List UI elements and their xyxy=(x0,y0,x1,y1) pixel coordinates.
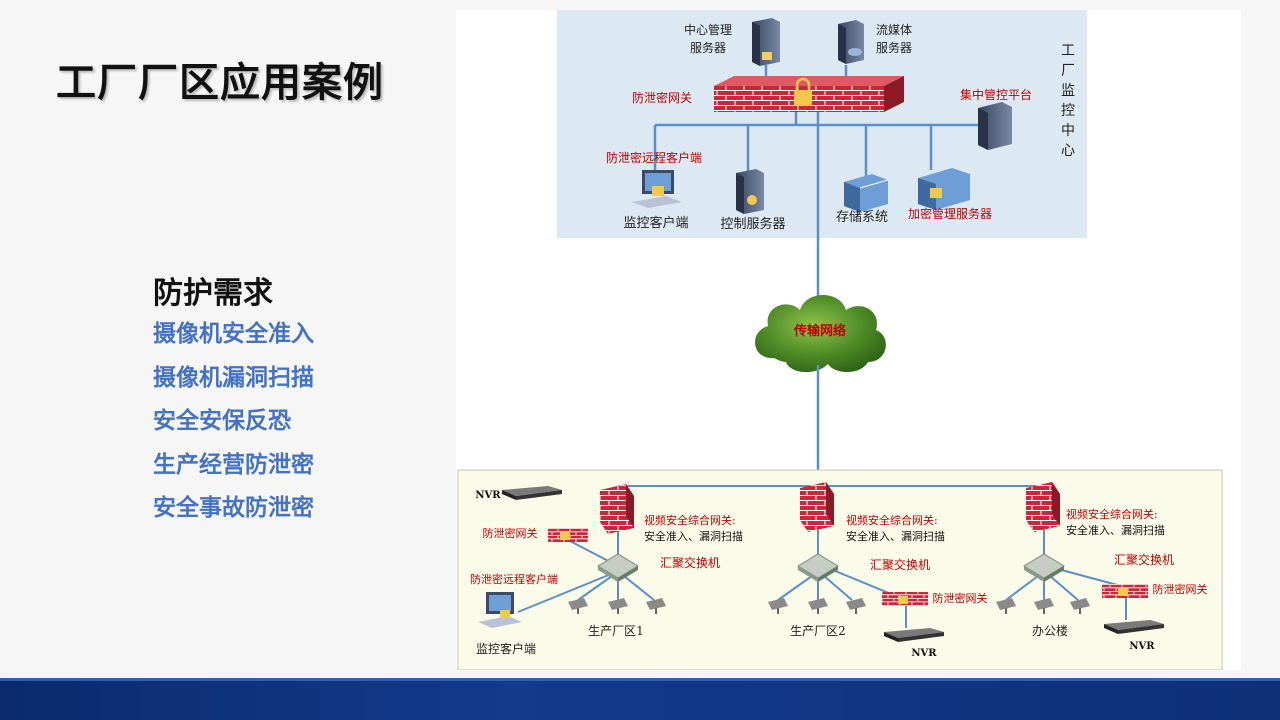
firewall-icon xyxy=(548,528,588,542)
needs-list: 摄像机安全准入 摄像机漏洞扫描 安全安保反恐 生产经营防泄密 安全事故防泄密 xyxy=(153,318,314,536)
server-icon xyxy=(978,102,1012,150)
network-label: 传输网络 xyxy=(793,323,846,339)
site-label: 生产厂区2 xyxy=(790,624,846,638)
needs-title: 防护需求 xyxy=(153,276,273,311)
slide-title: 工厂厂区应用案例 xyxy=(56,60,384,106)
need-item: 安全事故防泄密 xyxy=(153,495,314,521)
site-gateway-label: 安全准入、漏洞扫描 xyxy=(846,529,945,543)
stream-server-label: 流媒体 xyxy=(876,23,912,37)
server-icon xyxy=(736,169,764,214)
need-item: 安全安保反恐 xyxy=(153,408,291,434)
firewall-icon xyxy=(882,592,928,606)
firewall-icon xyxy=(600,484,634,534)
crypto-server-label: 加密管理服务器 xyxy=(908,206,992,221)
computer-icon xyxy=(478,592,522,628)
dlp-gateway-label: 防泄密网关 xyxy=(1153,582,1208,596)
nvr-icon xyxy=(1104,620,1164,634)
camera-icon xyxy=(608,598,628,614)
switch-label: 汇聚交换机 xyxy=(660,555,720,570)
need-item: 生产经营防泄密 xyxy=(153,451,314,478)
camera-icon xyxy=(996,598,1016,614)
mgmt-server-label: 服务器 xyxy=(690,40,726,55)
cloud-icon xyxy=(755,295,886,373)
nvr-icon xyxy=(502,486,562,500)
need-item: 摄像机安全准入 xyxy=(153,321,314,347)
need-item: 摄像机漏洞扫描 xyxy=(153,364,314,391)
server-icon xyxy=(918,168,970,210)
dlp-gateway-label: 防泄密网关 xyxy=(483,526,538,540)
site-gateway-label: 视频安全综合网关: xyxy=(644,513,736,527)
nvr-label: NVR xyxy=(1129,641,1155,652)
switch-icon xyxy=(797,553,839,582)
camera-icon xyxy=(808,598,828,614)
computer-icon xyxy=(632,170,682,208)
camera-icon xyxy=(768,598,788,614)
site-label: 生产厂区1 xyxy=(588,624,644,638)
factory-zone xyxy=(457,469,1223,671)
mgmt-server-label: 中心管理 xyxy=(684,22,732,37)
storage-icon xyxy=(844,174,889,212)
camera-icon xyxy=(646,598,666,614)
switch-icon xyxy=(597,553,639,582)
monitoring-center-side-label: 工厂监控中心 xyxy=(1061,43,1075,159)
site-gateway-label: 视频安全综合网关: xyxy=(1066,507,1158,521)
footer-accent xyxy=(0,678,1280,681)
server-icon xyxy=(838,20,864,64)
monitor-client-label: 监控客户端 xyxy=(476,641,536,656)
dlp-gateway-label: 防泄密网关 xyxy=(933,591,988,605)
monitor-client-label: 监控客户端 xyxy=(623,215,688,231)
firewall-icon xyxy=(714,76,904,112)
switch-icon xyxy=(1023,553,1065,582)
camera-icon xyxy=(1070,598,1090,614)
dlp-remote-client-label: 防泄密远程客户端 xyxy=(606,150,702,165)
control-server-label: 控制服务器 xyxy=(720,216,785,232)
camera-icon xyxy=(846,598,866,614)
switch-label: 汇聚交换机 xyxy=(870,557,930,572)
dlp-remote-client-label: 防泄密远程客户端 xyxy=(470,572,558,586)
firewall-icon xyxy=(1102,584,1148,598)
camera-icon xyxy=(568,598,588,614)
site-gateway-label: 安全准入、漏洞扫描 xyxy=(644,529,743,543)
dlp-gateway-label: 防泄密网关 xyxy=(632,90,692,105)
nvr-label: NVR xyxy=(911,648,937,659)
footer-bar xyxy=(0,681,1280,720)
firewall-icon xyxy=(800,482,834,532)
nvr-label: NVR xyxy=(475,490,501,501)
stream-server-label: 服务器 xyxy=(876,40,912,55)
server-icon xyxy=(752,18,780,66)
network-diagram: 中心管理 服务器 流媒体 服务器 防泄密网关 集中管控平台 工厂监控中心 防泄密… xyxy=(456,10,1241,671)
storage-label: 存储系统 xyxy=(836,210,888,225)
site-gateway-label: 视频安全综合网关: xyxy=(846,513,938,527)
firewall-icon xyxy=(1026,482,1060,532)
site-label: 办公楼 xyxy=(1032,623,1068,638)
switch-label: 汇聚交换机 xyxy=(1114,552,1174,567)
site-gateway-label: 安全准入、漏洞扫描 xyxy=(1066,523,1165,537)
camera-icon xyxy=(1034,598,1054,614)
central-control-label: 集中管控平台 xyxy=(960,87,1032,102)
nvr-icon xyxy=(884,628,944,642)
